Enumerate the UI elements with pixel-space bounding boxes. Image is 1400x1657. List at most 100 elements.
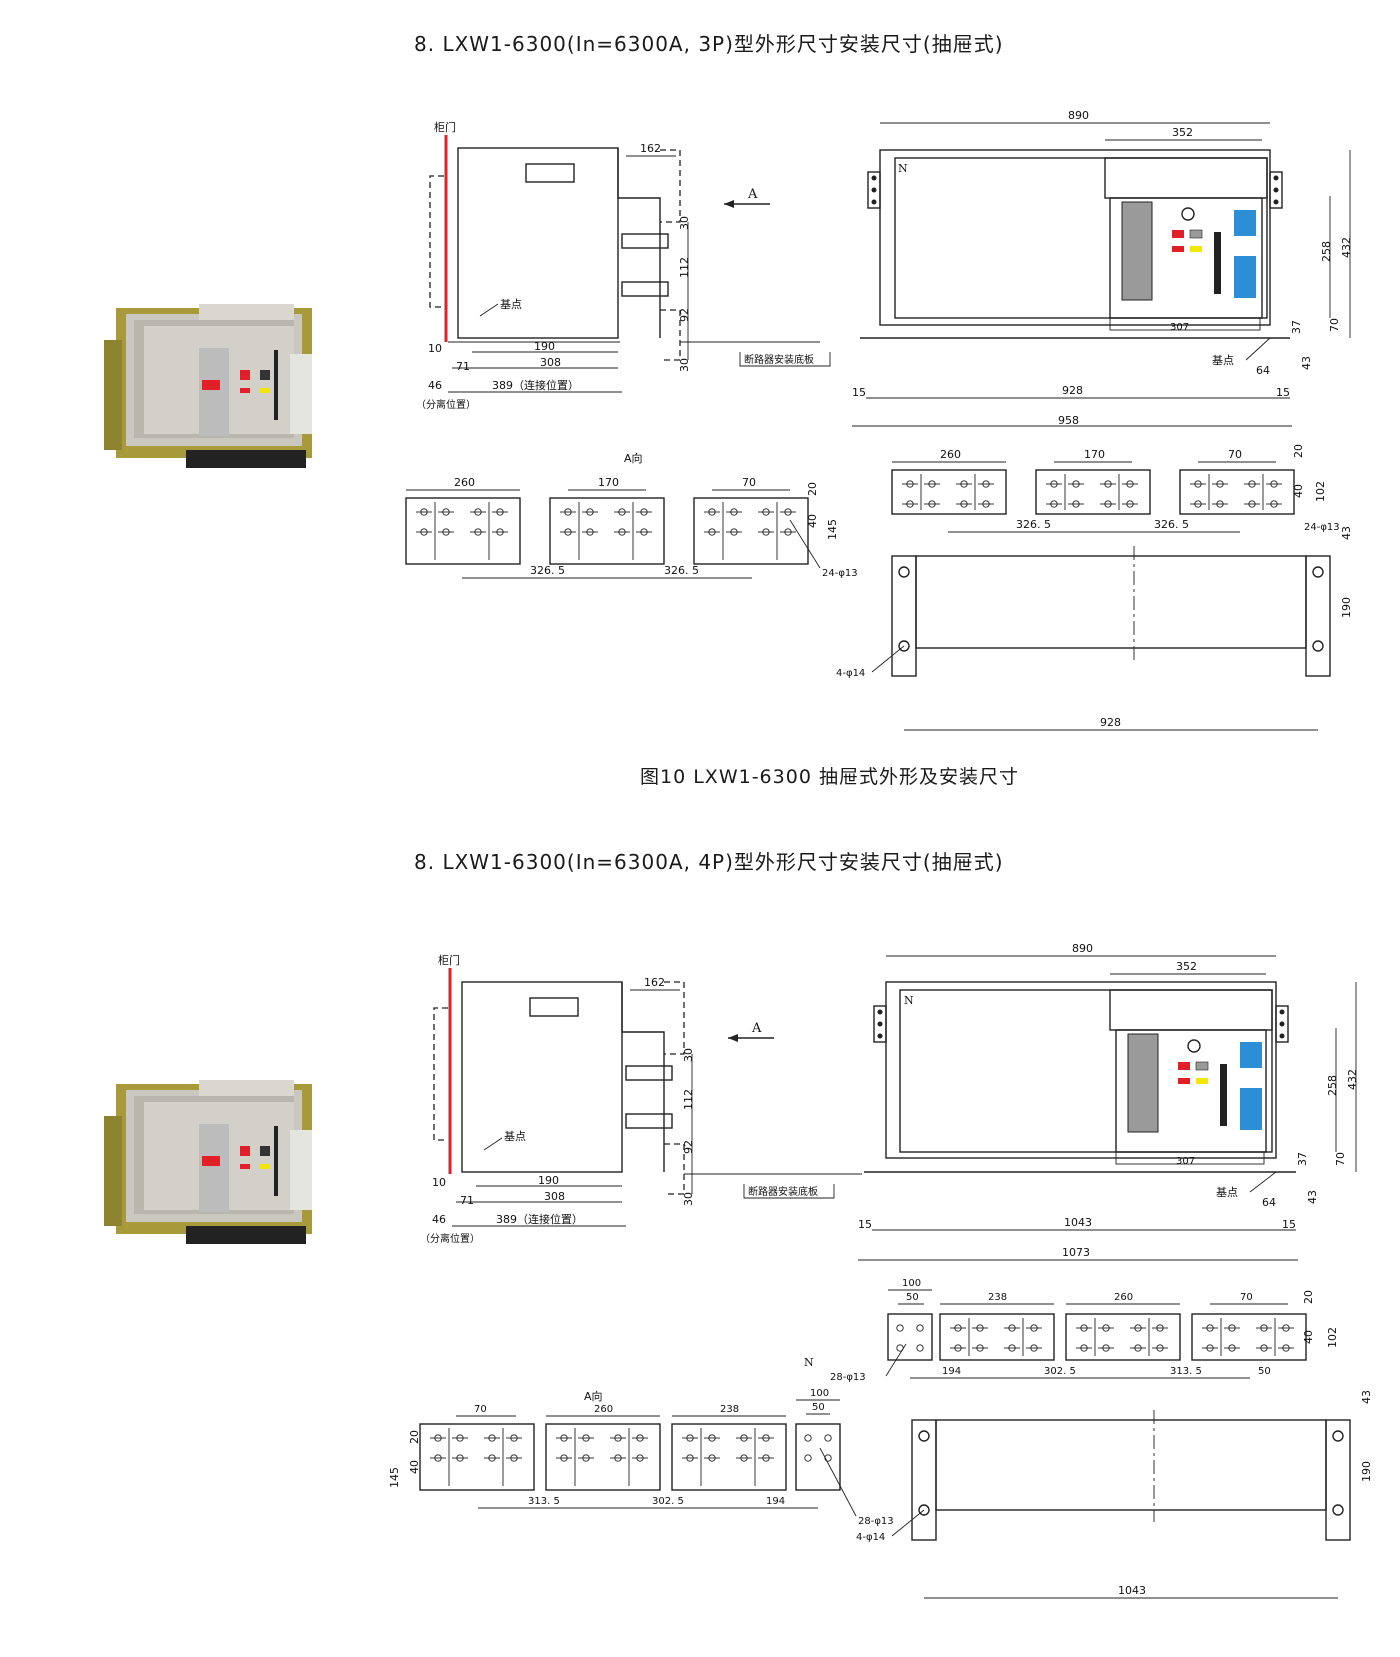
svg-text:389（连接位置）: 389（连接位置） [496,1212,583,1226]
svg-text:N: N [904,994,914,1007]
svg-text:170: 170 [1084,448,1105,461]
terminal-view-4p-right: N 100 50 238 260 70 20 40 102 194 302. 5… [804,1278,1339,1383]
svg-text:46: 46 [432,1213,446,1226]
svg-text:92: 92 [678,308,691,322]
svg-text:15: 15 [1276,386,1290,399]
svg-text:15: 15 [1282,1218,1296,1231]
svg-text:基点: 基点 [1216,1186,1238,1199]
bolt-hole [916,1324,924,1332]
svg-text:20: 20 [408,1430,421,1444]
svg-text:194: 194 [942,1366,961,1377]
svg-text:40: 40 [1292,484,1305,498]
svg-text:37: 37 [1296,1152,1309,1166]
section2-title: 8. LXW1-6300(In=6300A, 4P)型外形尺寸安装尺寸(抽屉式) [414,850,1004,874]
svg-text:112: 112 [682,1089,695,1110]
svg-text:24-φ13: 24-φ13 [1304,522,1340,533]
side-view-4p: 柜门 基点 30 112 92 30 162 190 308 71 10 389… [420,953,862,1245]
svg-text:10: 10 [428,342,442,355]
svg-text:1073: 1073 [1062,1246,1090,1259]
svg-text:70: 70 [1240,1292,1253,1303]
svg-text:260: 260 [594,1404,613,1415]
base-plan-3p: 43 190 4-φ14 928 [836,526,1353,731]
svg-text:308: 308 [540,356,561,369]
svg-text:70: 70 [1328,318,1341,332]
svg-text:A向: A向 [624,451,643,465]
front-view-3p: N 890 352 258 432 307 37 70 43 基点 64 15 … [852,109,1353,427]
svg-text:20: 20 [1302,1290,1315,1304]
bolt-hole [916,1344,924,1352]
svg-text:（分离位置）: （分离位置） [420,1232,480,1245]
svg-text:71: 71 [460,1194,474,1207]
svg-text:302. 5: 302. 5 [1044,1366,1076,1377]
svg-text:194: 194 [766,1496,785,1507]
svg-text:71: 71 [456,360,470,373]
svg-text:352: 352 [1172,126,1193,139]
svg-text:15: 15 [858,1218,872,1231]
svg-text:40: 40 [408,1460,421,1474]
svg-text:162: 162 [644,976,665,989]
svg-text:890: 890 [1072,942,1093,955]
svg-text:50: 50 [812,1402,825,1413]
svg-text:70: 70 [742,476,756,489]
svg-text:28-φ13: 28-φ13 [830,1372,866,1383]
bolt-hole [804,1434,812,1442]
svg-text:40: 40 [1302,1330,1315,1344]
svg-text:145: 145 [388,1467,401,1488]
svg-text:238: 238 [988,1292,1007,1303]
svg-text:190: 190 [534,340,555,353]
svg-text:断路器安装底板: 断路器安装底板 [744,353,814,366]
svg-text:70: 70 [1228,448,1242,461]
datum-label: 基点 [500,298,522,311]
svg-text:30: 30 [678,216,691,230]
svg-text:基点: 基点 [1212,354,1234,367]
svg-text:30: 30 [682,1048,695,1062]
svg-text:30: 30 [678,358,691,372]
breaker-photo-4p [104,1080,312,1244]
svg-text:326. 5: 326. 5 [1154,518,1189,531]
svg-text:A: A [751,1021,762,1036]
svg-text:断路器安装底板: 断路器安装底板 [748,1185,818,1198]
svg-text:432: 432 [1346,1069,1359,1090]
svg-text:326. 5: 326. 5 [664,564,699,577]
svg-text:43: 43 [1360,1390,1373,1404]
svg-text:1043: 1043 [1118,1584,1146,1597]
svg-text:50: 50 [1258,1366,1271,1377]
terminal-holes [416,474,1294,1486]
svg-text:10: 10 [432,1176,446,1189]
bolt-hole [896,1324,904,1332]
svg-text:190: 190 [1340,597,1353,618]
svg-text:20: 20 [1292,444,1305,458]
svg-text:102: 102 [1314,481,1327,502]
side-view-3p: 柜门 基点 30 112 92 30 162 190 308 71 10 389… [416,120,820,411]
svg-text:313. 5: 313. 5 [1170,1366,1202,1377]
terminal-view-3p-left: 260 170 70 326. 5 326. 5 20 40 145 24-φ1… [405,476,858,579]
svg-text:A: A [747,187,758,202]
svg-text:389（连接位置）: 389（连接位置） [492,378,579,392]
svg-text:238: 238 [720,1404,739,1415]
breaker-photo-3p [104,304,312,468]
svg-text:302. 5: 302. 5 [652,1496,684,1507]
svg-text:28-φ13: 28-φ13 [858,1516,894,1527]
svg-text:43: 43 [1306,1190,1319,1204]
svg-text:70: 70 [474,1404,487,1415]
svg-text:145: 145 [826,519,839,540]
svg-text:432: 432 [1340,237,1353,258]
svg-text:100: 100 [810,1388,829,1399]
terminal-view-3p-right: 260 170 70 326. 5 326. 5 20 40 102 24-φ1… [891,444,1340,533]
svg-text:112: 112 [678,257,691,278]
svg-text:4-φ14: 4-φ14 [856,1532,885,1543]
svg-text:326. 5: 326. 5 [530,564,565,577]
svg-text:37: 37 [1290,320,1303,334]
svg-text:100: 100 [902,1278,921,1289]
svg-text:46: 46 [428,379,442,392]
svg-text:352: 352 [1176,960,1197,973]
svg-text:260: 260 [940,448,961,461]
svg-text:（分离位置）: （分离位置） [416,398,476,411]
svg-text:15: 15 [852,386,866,399]
svg-text:190: 190 [1360,1461,1373,1482]
svg-text:43: 43 [1300,356,1313,370]
svg-text:基点: 基点 [504,1130,526,1143]
svg-text:170: 170 [598,476,619,489]
terminal-view-4p-left: A向 70 260 238 100 50 20 40 145 313. 5 30… [388,1388,894,1527]
